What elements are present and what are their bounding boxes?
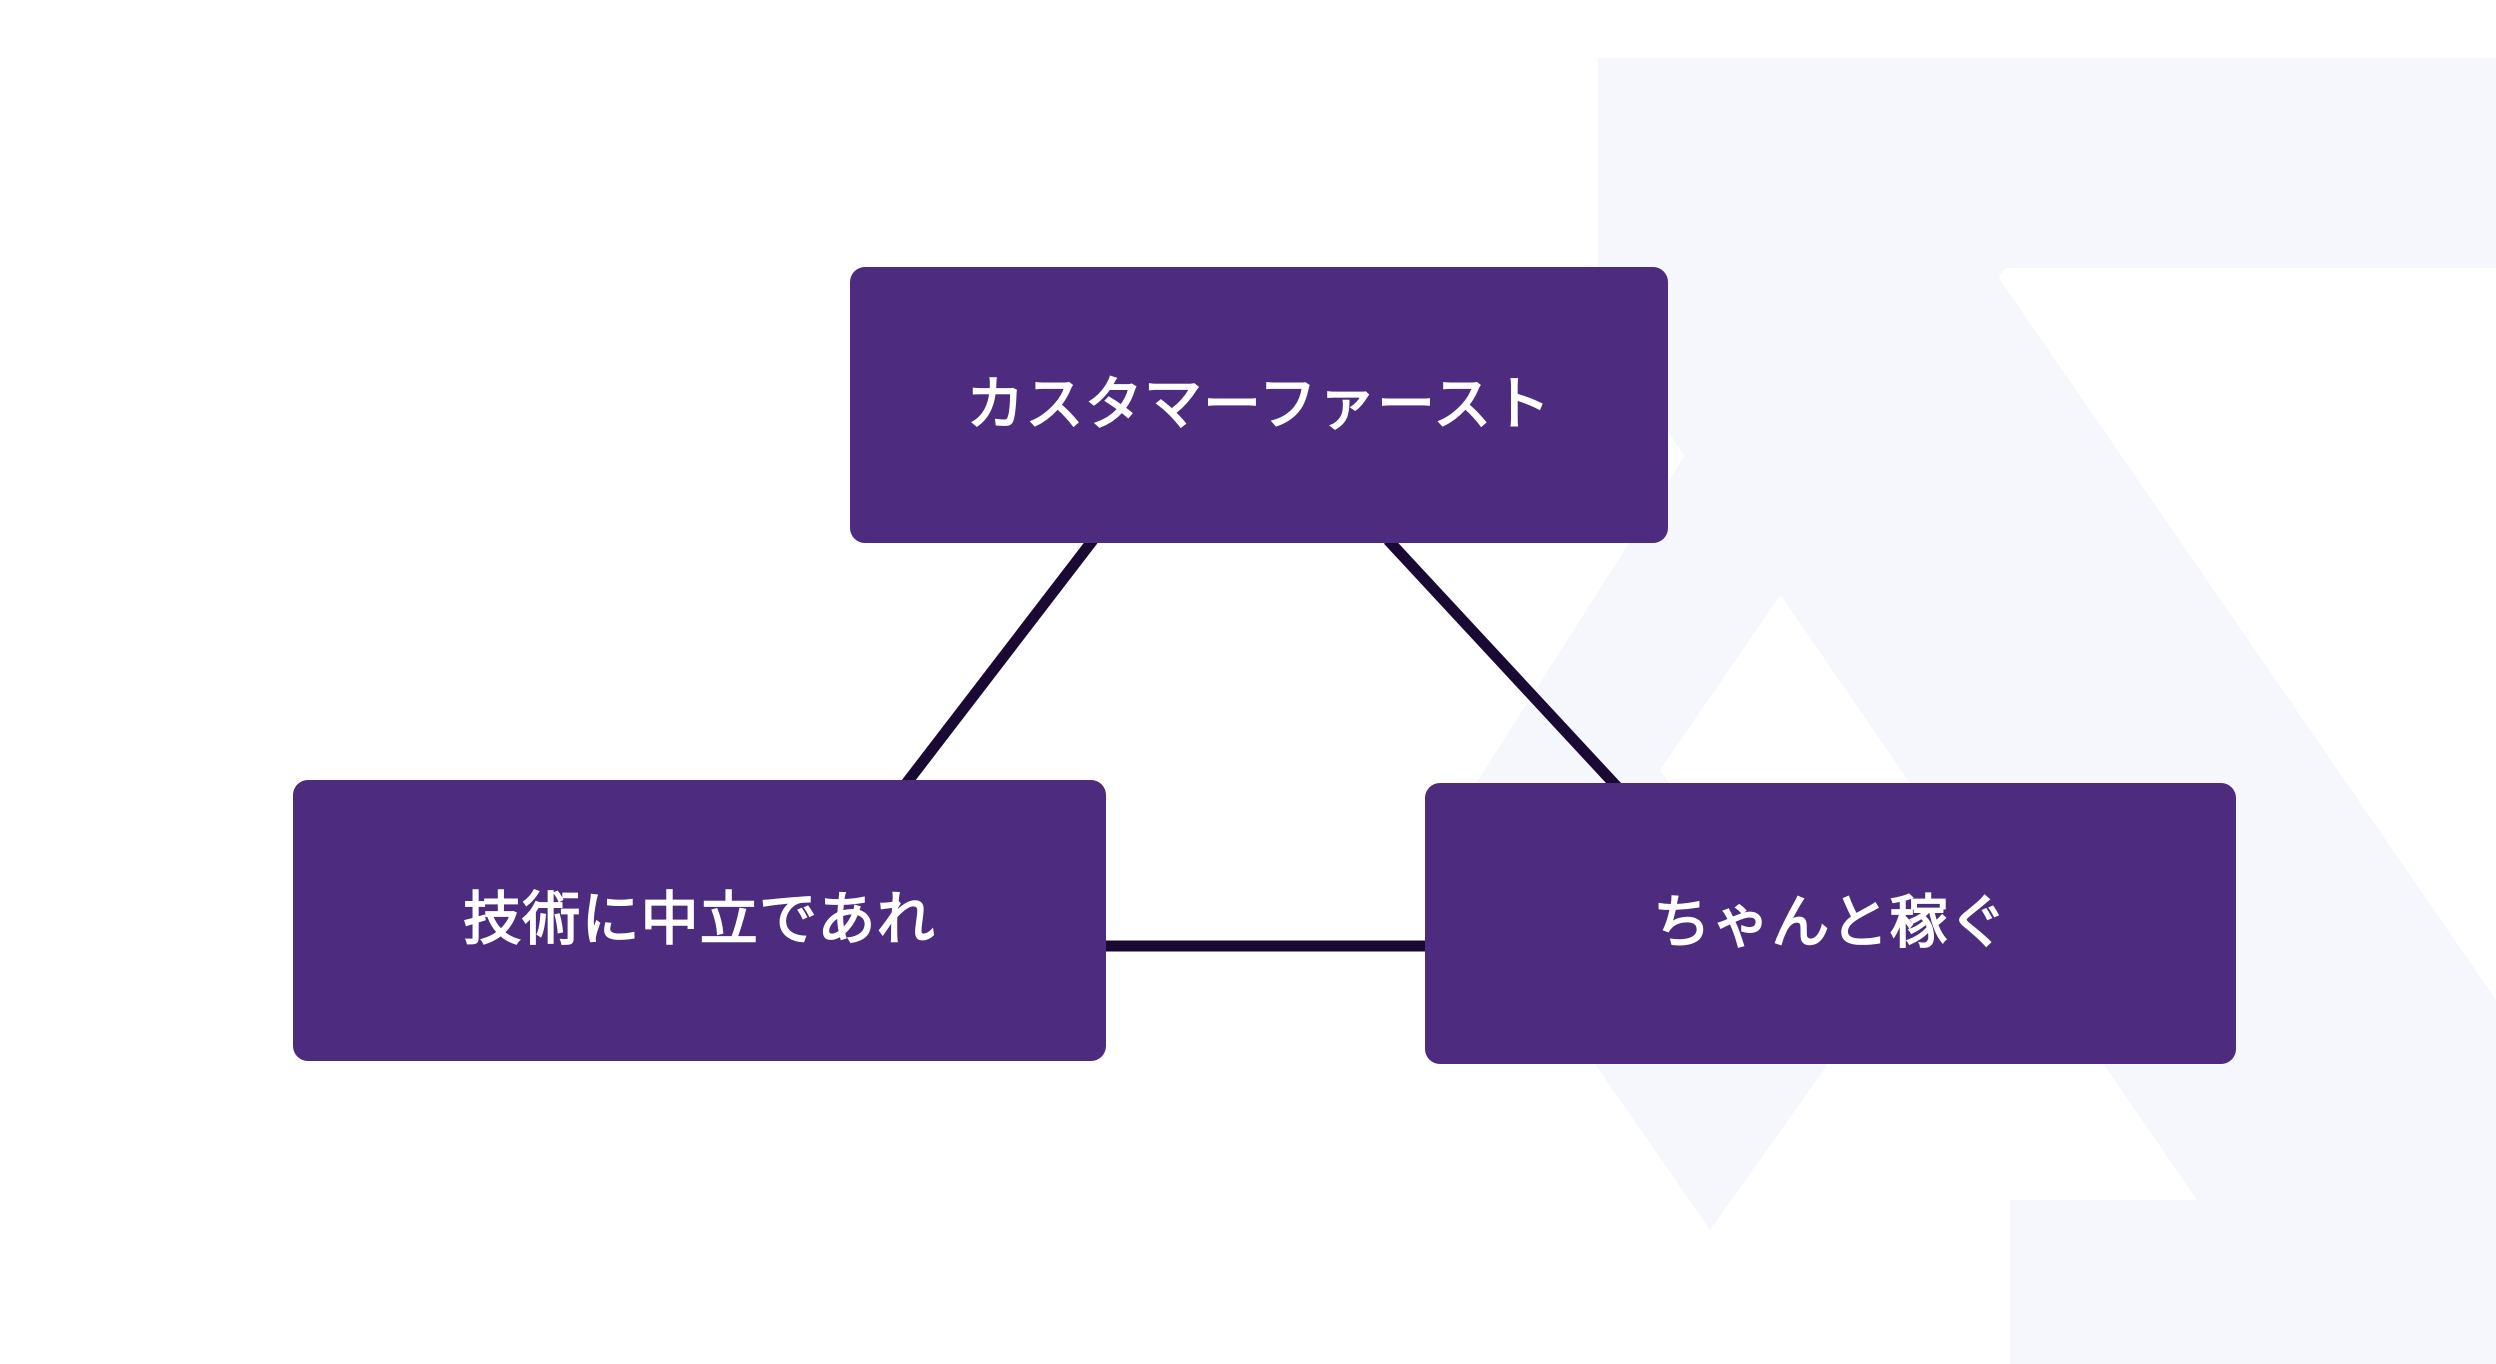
node-customer-first[interactable]: カスタマーファースト <box>850 267 1668 543</box>
node-earn-properly-label: ちゃんと稼ぐ <box>1653 890 2008 956</box>
node-technology-neutral[interactable]: 技術に中立であれ <box>293 780 1106 1061</box>
node-earn-properly[interactable]: ちゃんと稼ぐ <box>1425 783 2236 1064</box>
node-technology-neutral-label: 技術に中立であれ <box>463 887 936 953</box>
connector-top-to-left <box>900 536 1098 789</box>
connector-top-to-right <box>1383 536 1625 794</box>
node-customer-first-label: カスタマーファースト <box>966 371 1552 437</box>
